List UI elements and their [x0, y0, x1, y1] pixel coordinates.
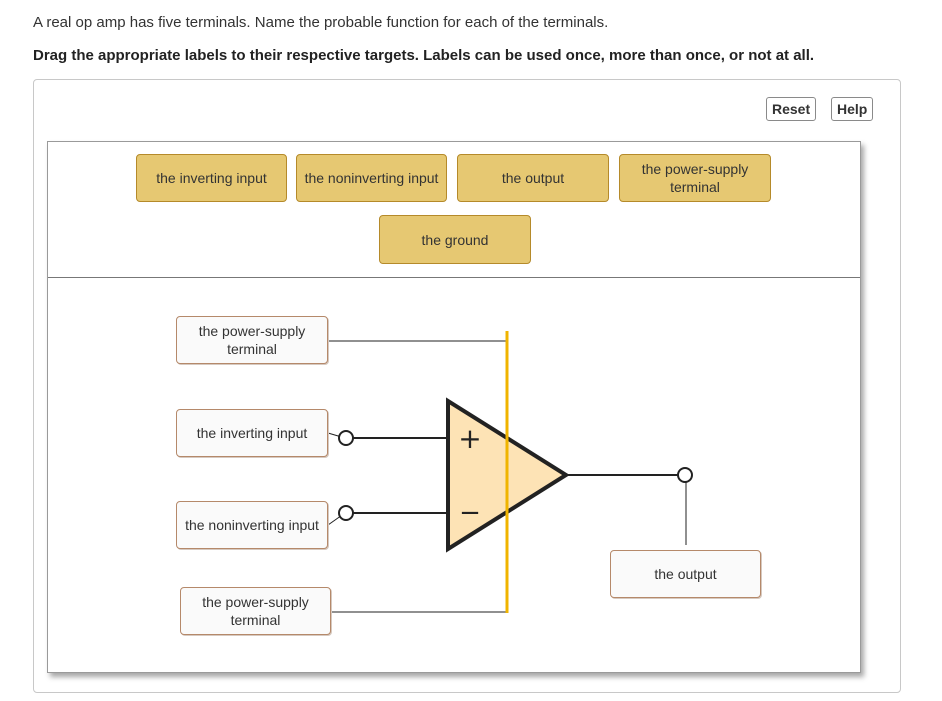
- label-power-supply-terminal[interactable]: the power-supply terminal: [619, 154, 771, 202]
- question-instruction: Drag the appropriate labels to their res…: [33, 47, 815, 64]
- target-bottom-power-supply[interactable]: the power-supply terminal: [180, 587, 331, 635]
- label-inverting-input[interactable]: the inverting input: [136, 154, 287, 202]
- label-noninverting-input[interactable]: the noninverting input: [296, 154, 447, 202]
- board-divider: [48, 277, 860, 278]
- target-inverting-input[interactable]: the inverting input: [176, 409, 328, 457]
- reset-button[interactable]: Reset: [766, 97, 817, 121]
- label-ground[interactable]: the ground: [379, 215, 531, 264]
- target-output[interactable]: the output: [610, 550, 761, 598]
- label-output[interactable]: the output: [457, 154, 609, 202]
- help-button[interactable]: Help: [831, 97, 874, 121]
- target-top-power-supply[interactable]: the power-supply terminal: [176, 316, 328, 364]
- target-noninverting-input[interactable]: the noninverting input: [176, 501, 328, 549]
- question-text: A real op amp has five terminals. Name t…: [33, 14, 609, 31]
